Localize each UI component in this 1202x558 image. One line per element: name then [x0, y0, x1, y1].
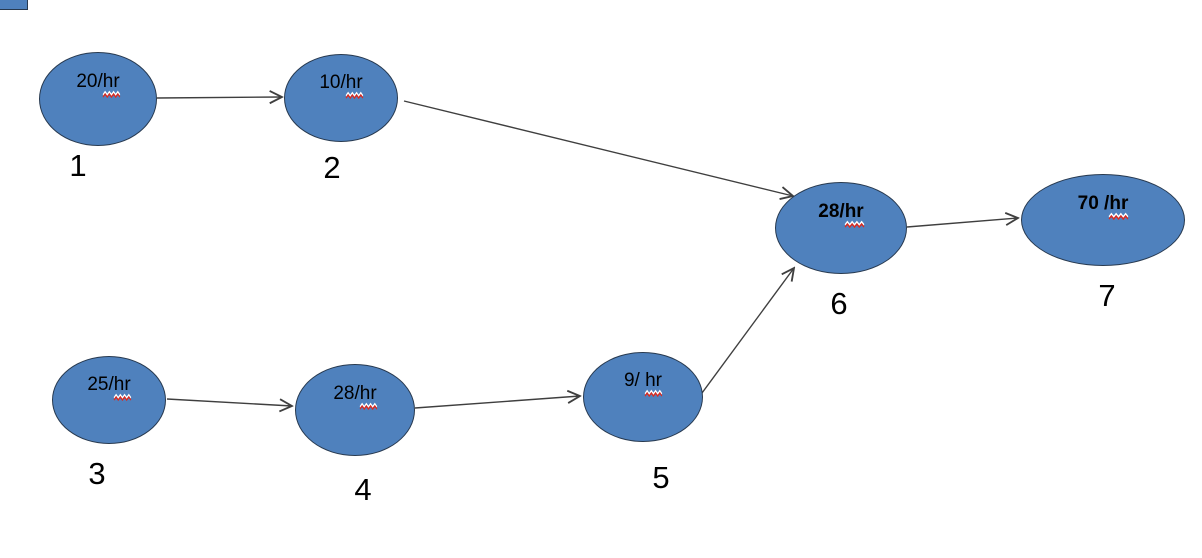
node-2-rate-word: hr — [345, 72, 363, 94]
node-7-rate-label: 70 /hr — [1022, 192, 1184, 220]
edge-3-4[interactable] — [166, 398, 292, 406]
node-7-number: 7 — [1098, 278, 1116, 313]
node-4-rate-prefix: 28/ — [333, 382, 360, 404]
node-6-rate-word: hr — [844, 200, 864, 222]
corner-shape-artifact — [0, 0, 28, 10]
node-3-rate-word: hr — [113, 374, 131, 396]
spellcheck-squiggle — [359, 402, 377, 410]
node-3-rate-prefix: 25/ — [87, 374, 114, 396]
node-1-rate-label: 20/hr — [40, 71, 156, 99]
node-6-rate-prefix: 28/ — [818, 200, 845, 222]
node-5-rate-label: 9/ hr — [584, 370, 702, 398]
node-7-rate-prefix: 70 / — [1077, 192, 1110, 214]
edge-6-7[interactable] — [906, 218, 1018, 228]
node-1-rate-word: hr — [102, 71, 120, 93]
node-6-rate-label: 28/hr — [776, 200, 906, 228]
spellcheck-squiggle — [102, 90, 120, 99]
node-1-number: 1 — [69, 148, 87, 183]
node-4-rate-word: hr — [359, 382, 377, 404]
node-1[interactable]: 20/hr — [39, 52, 157, 146]
node-2-rate-prefix: 10/ — [319, 72, 346, 94]
edge-1-2[interactable] — [156, 97, 282, 98]
node-3-number: 3 — [88, 456, 106, 491]
node-5[interactable]: 9/ hr — [583, 352, 703, 442]
spellcheck-squiggle — [345, 91, 363, 100]
node-7-rate-word: hr — [1109, 192, 1129, 214]
node-1-rate-prefix: 20/ — [76, 71, 103, 93]
edge-2-6[interactable] — [403, 100, 793, 196]
node-5-number: 5 — [652, 460, 670, 495]
node-3-rate-label: 25/hr — [53, 374, 165, 402]
spellcheck-squiggle — [844, 220, 865, 228]
node-2[interactable]: 10/hr — [284, 54, 398, 142]
node-6-number: 6 — [830, 286, 848, 321]
node-2-number: 2 — [323, 150, 341, 185]
node-5-rate-prefix: 9/ — [623, 370, 646, 392]
edge-5-6[interactable] — [701, 268, 794, 394]
node-6[interactable]: 28/hr — [775, 182, 907, 274]
node-4-number: 4 — [354, 472, 372, 507]
node-5-rate-word: hr — [645, 370, 663, 392]
node-7[interactable]: 70 /hr — [1021, 174, 1185, 266]
node-4-rate-label: 28/hr — [296, 382, 414, 410]
node-4[interactable]: 28/hr — [295, 364, 415, 456]
spellcheck-squiggle — [644, 390, 663, 398]
edge-4-5[interactable] — [414, 396, 580, 409]
node-3[interactable]: 25/hr — [52, 356, 166, 444]
node-2-rate-label: 10/hr — [285, 72, 397, 100]
spellcheck-squiggle — [113, 393, 131, 402]
spellcheck-squiggle — [1108, 212, 1129, 220]
